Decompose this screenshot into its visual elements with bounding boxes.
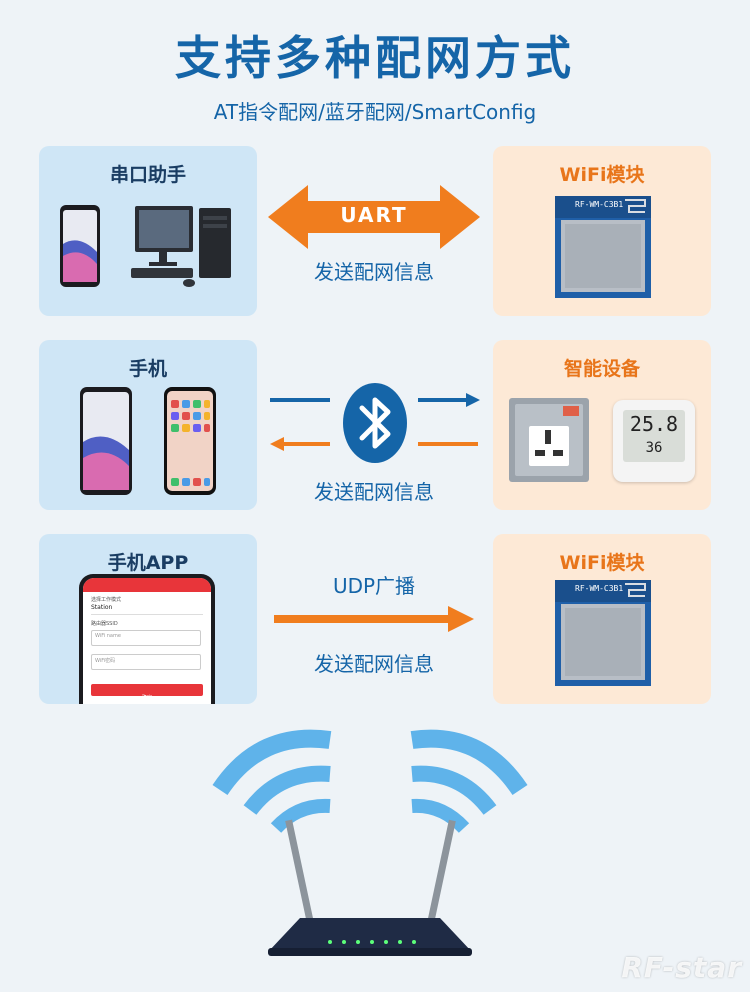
serial-assistant-card: 串口助手: [39, 146, 257, 316]
app-field1-label: 选择工作模式: [91, 597, 122, 603]
phone-card-title: 手机: [128, 358, 167, 380]
udp-arrow: [274, 606, 474, 632]
android-phone-icon: [80, 387, 132, 495]
wifi-module-chip-icon: [555, 196, 651, 298]
bluetooth-transfer-arrows: [270, 393, 480, 451]
rf-star-watermark: RF-star: [621, 951, 742, 984]
serial-assistant-title: 串口助手: [109, 164, 186, 186]
app-field2-label: 路由器SSID: [91, 621, 118, 627]
app-field1-value[interactable]: Station: [91, 604, 113, 611]
uart-label: UART: [340, 203, 408, 227]
desktop-computer-icon: [131, 206, 231, 287]
udp-broadcast-label: UDP广播: [332, 574, 416, 598]
bluetooth-icon: [343, 383, 407, 463]
iphone-icon: [164, 387, 216, 495]
wifi-module-chip-label: RF-WM-C3B1: [575, 200, 624, 209]
phone-icon: [60, 205, 100, 287]
phone-app-title: 手机APP: [107, 552, 189, 574]
smart-device-title: 智能设备: [563, 358, 640, 380]
row1-caption: 发送配网信息: [314, 260, 434, 284]
uart-double-arrow: [268, 185, 480, 249]
temp-humidity-sensor: 25.8 36: [613, 400, 695, 482]
sensor-humidity: 36: [645, 440, 663, 456]
wifi-module-chip-icon-2: [555, 580, 651, 686]
wifi-module-chip-label-2: RF-WM-C3B1: [575, 584, 624, 593]
phone-card: 手机: [39, 340, 257, 510]
app-password-hint: WiFi密码: [95, 658, 116, 664]
app-password-input[interactable]: [91, 654, 201, 670]
page-title: 支持多种配网方式: [175, 31, 575, 85]
smart-device-card: 智能设备 25.8 36: [493, 340, 711, 510]
wifi-module-title-1: WiFi模块: [559, 164, 645, 186]
wifi-waves-left-icon: [212, 729, 332, 796]
app-ssid-input[interactable]: [91, 630, 201, 646]
app-phone-frame: 选择工作模式 Station 路由器SSID WiFi name WiFi密码 …: [79, 574, 215, 704]
app-ssid-hint: WiFi name: [95, 633, 121, 639]
wifi-module-card-2: WiFi模块 RF-WM-C3B1: [493, 534, 711, 704]
router-illustration: [212, 729, 528, 956]
wifi-waves-right-icon: [410, 729, 528, 796]
sensor-temperature: 25.8: [629, 412, 679, 436]
phone-app-card: 手机APP 选择工作模式 Station 路由器SSID WiFi name W…: [39, 534, 257, 704]
app-submit-button[interactable]: 确定: [91, 684, 203, 701]
wall-socket-icon: [509, 398, 589, 482]
wifi-module-title-2: WiFi模块: [559, 552, 645, 574]
app-submit-label: 确定: [141, 695, 152, 701]
row2-caption: 发送配网信息: [314, 480, 434, 504]
row3-caption: 发送配网信息: [314, 652, 434, 676]
page-subtitle: AT指令配网/蓝牙配网/SmartConfig: [213, 100, 537, 124]
wifi-module-card-1: WiFi模块 RF-WM-C3B1: [493, 146, 711, 316]
